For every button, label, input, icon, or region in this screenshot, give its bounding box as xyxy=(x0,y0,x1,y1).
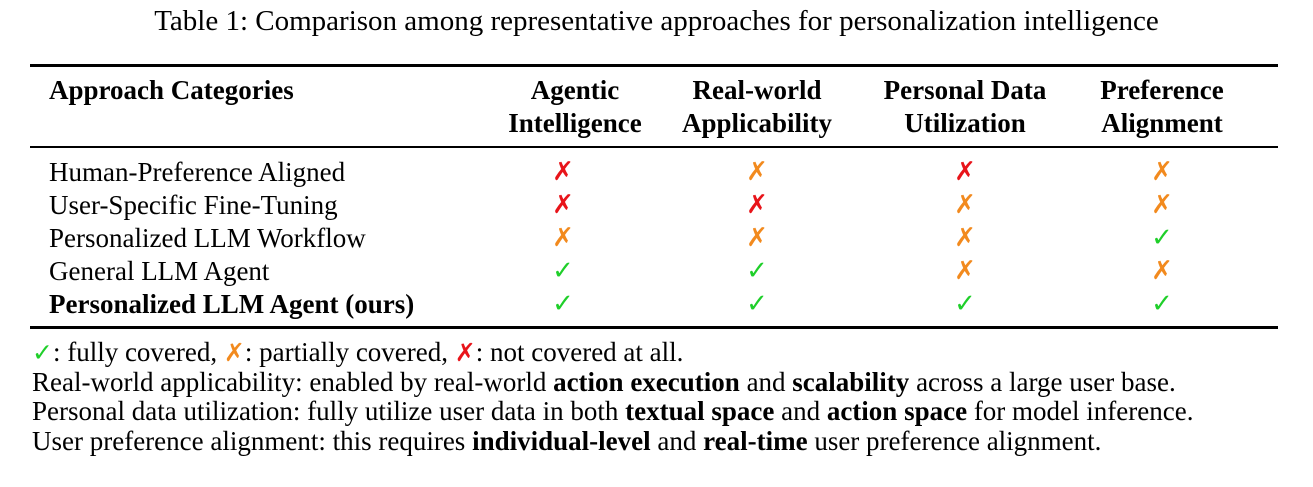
partial-cross-icon: ✗ xyxy=(223,338,245,367)
partial-cross-icon: ✗ xyxy=(746,157,768,187)
partial-cross-icon: ✗ xyxy=(954,256,976,286)
partial-cross-icon: ✗ xyxy=(746,223,768,253)
partial-cross-icon: ✗ xyxy=(1151,190,1173,220)
table-notes: ✓: fully covered, ✗: partially covered, … xyxy=(32,337,1194,456)
check-icon: ✓ xyxy=(552,289,574,319)
cross-icon: ✗ xyxy=(552,190,574,220)
header-rule xyxy=(30,146,1278,148)
header-real-world-applicability: Real-world Applicability xyxy=(681,75,833,138)
top-rule xyxy=(30,64,1278,67)
partial-cross-icon: ✗ xyxy=(552,223,574,253)
table-row: Personalized LLM Workflow ✗ ✗ ✗ ✓ xyxy=(0,222,1313,255)
check-icon: ✓ xyxy=(954,289,976,319)
header-agentic-intelligence: Agentic Intelligence xyxy=(508,75,642,138)
check-icon: ✓ xyxy=(32,338,53,367)
check-icon: ✓ xyxy=(1151,223,1173,253)
check-icon: ✓ xyxy=(552,256,574,286)
check-icon: ✓ xyxy=(746,289,768,319)
bottom-rule xyxy=(30,326,1278,329)
cross-icon: ✗ xyxy=(454,338,476,367)
row-approach-name: General LLM Agent xyxy=(49,256,270,286)
check-icon: ✓ xyxy=(746,256,768,286)
cross-icon: ✗ xyxy=(954,157,976,187)
row-approach-name: Personalized LLM Agent (ours) xyxy=(49,289,415,319)
check-icon: ✓ xyxy=(1151,289,1173,319)
note-real-world-applicability: Real-world applicability: enabled by rea… xyxy=(32,366,1176,397)
header-approach-categories: Approach Categories xyxy=(49,75,294,105)
table-row: User-Specific Fine-Tuning ✗ ✗ ✗ ✗ xyxy=(0,189,1313,222)
row-approach-name: User-Specific Fine-Tuning xyxy=(49,190,338,220)
partial-cross-icon: ✗ xyxy=(1151,256,1173,286)
table-caption: Table 1: Comparison among representative… xyxy=(154,5,1159,37)
row-approach-name: Human-Preference Aligned xyxy=(49,157,346,187)
note-preference-alignment: User preference alignment: this requires… xyxy=(32,425,1102,456)
header-personal-data-utilization: Personal Data Utilization xyxy=(883,75,1047,138)
row-approach-name: Personalized LLM Workflow xyxy=(49,223,366,253)
cross-icon: ✗ xyxy=(552,157,574,187)
legend-line: ✓: fully covered, ✗: partially covered, … xyxy=(32,337,684,367)
partial-cross-icon: ✗ xyxy=(1151,157,1173,187)
note-personal-data-utilization: Personal data utilization: fully utilize… xyxy=(32,396,1194,426)
partial-cross-icon: ✗ xyxy=(954,223,976,253)
table-row: Personalized LLM Agent (ours) ✓ ✓ ✓ ✓ xyxy=(0,288,1313,321)
cross-icon: ✗ xyxy=(746,190,768,220)
table-row: General LLM Agent ✓ ✓ ✗ ✗ xyxy=(0,255,1313,288)
partial-cross-icon: ✗ xyxy=(954,190,976,220)
table-row: Human-Preference Aligned ✗ ✗ ✗ ✗ xyxy=(0,156,1313,189)
header-preference-alignment: Preference Alignment xyxy=(1100,75,1224,138)
